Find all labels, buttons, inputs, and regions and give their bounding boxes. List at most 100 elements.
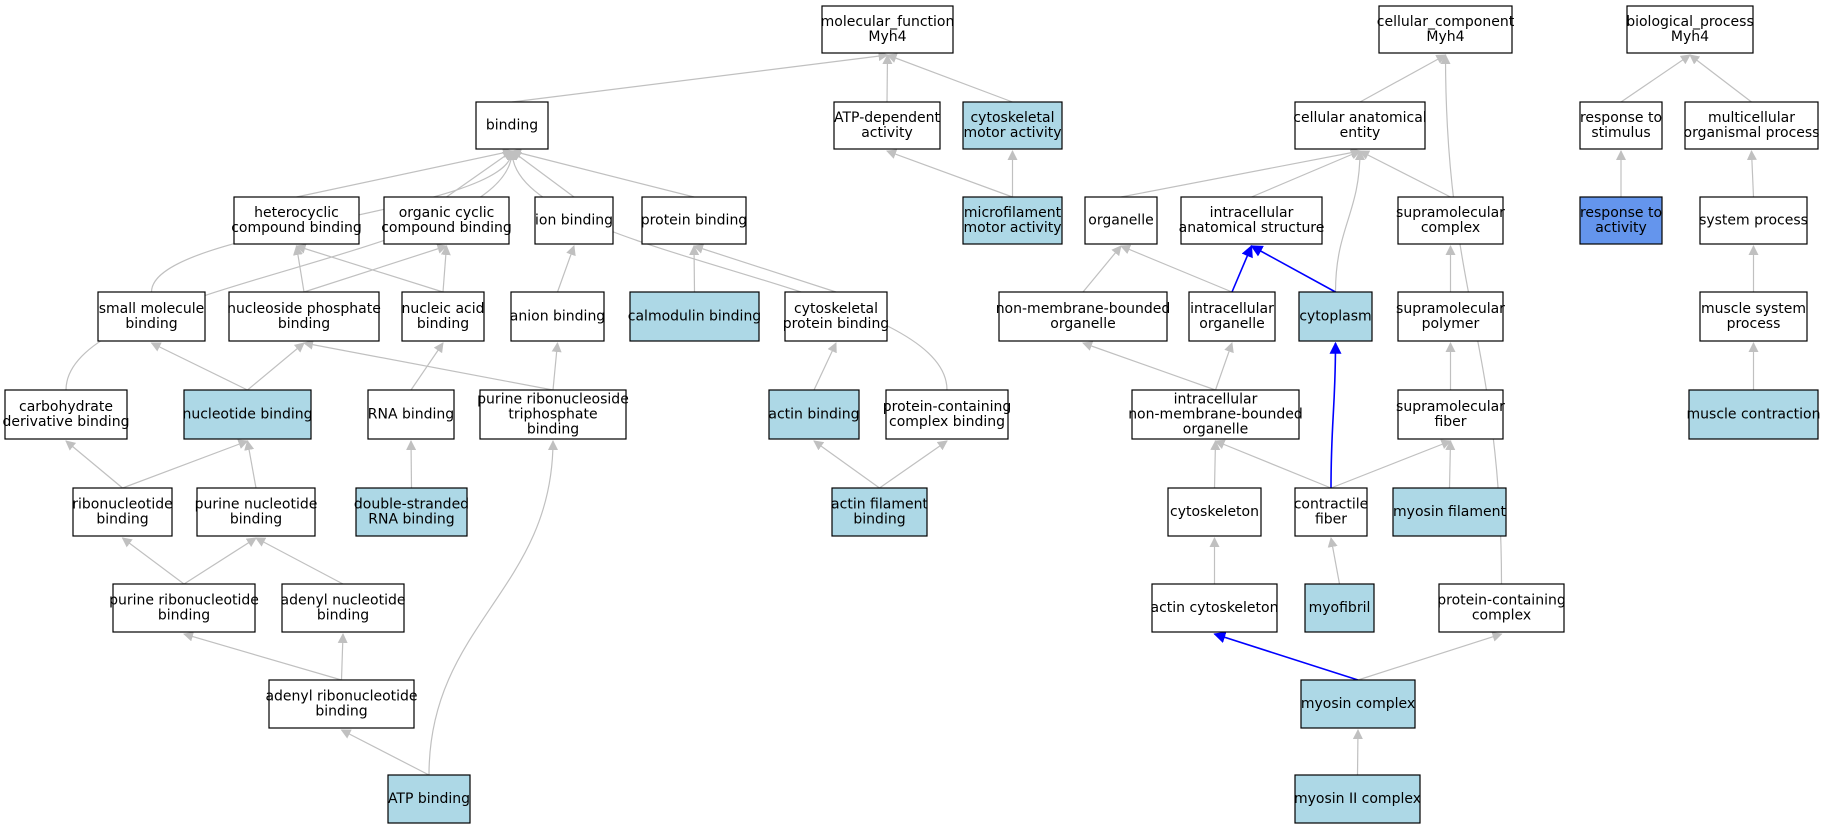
node-organelle[interactable]: organelle xyxy=(1084,196,1158,245)
edge-intranonmem-to-nonmemorg xyxy=(1082,341,1216,391)
node-protein-binding[interactable]: protein binding xyxy=(641,196,747,245)
edge-hetero-to-binding xyxy=(296,147,513,198)
node-box xyxy=(1397,196,1504,245)
node-muscle-contraction[interactable]: muscle contraction xyxy=(1687,389,1821,440)
node-box xyxy=(1378,5,1513,54)
node-rna-binding[interactable]: RNA binding xyxy=(367,389,455,440)
edge-nucbind-to-nucphos xyxy=(247,342,305,391)
node-label-line: RNA binding xyxy=(368,512,454,528)
edge-line xyxy=(337,633,348,681)
node-label-line: binding xyxy=(853,512,905,528)
node-actin-cytoskeleton[interactable]: actin cytoskeleton xyxy=(1151,583,1279,633)
node-label-line: protein binding xyxy=(783,316,889,332)
node-label-line: ATP binding xyxy=(388,791,470,807)
edge-respstim-to-bp xyxy=(1620,54,1691,103)
edge-atpdep-to-mf xyxy=(882,54,893,103)
node-anion-binding[interactable]: anion binding xyxy=(510,291,605,342)
edge-line xyxy=(1357,631,1503,681)
node-system-process[interactable]: system process xyxy=(1699,196,1808,245)
edge-line xyxy=(1214,439,1332,489)
edges-layer xyxy=(65,51,1759,776)
node-cytoplasm[interactable]: cytoplasm xyxy=(1298,291,1373,342)
edge-protcompbind-to-binding xyxy=(507,150,948,391)
node-box xyxy=(1300,679,1416,729)
node-label-line: motor activity xyxy=(963,125,1061,141)
edge-purtri-to-nucphos xyxy=(303,339,554,391)
edge-line xyxy=(1352,729,1363,776)
node-nucleotide-binding[interactable]: nucleotide binding xyxy=(182,389,313,440)
node-label-line: ATP-dependent xyxy=(834,110,940,126)
node-label-line: compound binding xyxy=(231,220,362,236)
node-label-line: myosin II complex xyxy=(1294,791,1421,807)
node-label-line: supramolecular xyxy=(1396,301,1505,317)
node-label-line: Myh4 xyxy=(1671,29,1709,45)
node-box xyxy=(641,196,747,245)
edge-line xyxy=(1250,245,1336,293)
node-label-line: microfilament xyxy=(964,205,1062,221)
node-myosin-ii-complex[interactable]: myosin II complex xyxy=(1294,774,1421,824)
edge-line xyxy=(247,342,305,391)
edge-line xyxy=(1329,341,1342,489)
node-ion-binding[interactable]: ion binding xyxy=(534,196,614,245)
node-myofibril[interactable]: myofibril xyxy=(1304,583,1375,633)
node-label-line: supramolecular xyxy=(1396,399,1505,415)
edge-contractile-to-intranonmem xyxy=(1214,439,1332,489)
node-atp-binding[interactable]: ATP binding xyxy=(387,774,471,824)
node-calmodulin-binding[interactable]: calmodulin binding xyxy=(628,291,761,342)
node-cytoskeleton[interactable]: cytoskeleton xyxy=(1167,487,1262,537)
node-label-line: activity xyxy=(861,125,913,141)
node-label-line: organelle xyxy=(1088,213,1153,229)
edge-nucbind-to-smallmol xyxy=(150,342,248,391)
node-actin-binding[interactable]: actin binding xyxy=(768,389,860,440)
node-intracellular-non-membrane-bounded-organelle[interactable]: intracellularnon-membrane-boundedorganel… xyxy=(1128,389,1303,440)
node-box xyxy=(1438,583,1565,633)
edge-cytomotor-to-mf xyxy=(886,53,1013,103)
node-label-line: muscle contraction xyxy=(1687,407,1821,423)
node-label-line: organelle xyxy=(1050,316,1115,332)
node-box xyxy=(112,583,256,633)
node-myosin-complex[interactable]: myosin complex xyxy=(1300,679,1416,729)
node-label-line: intracellular xyxy=(1174,392,1258,408)
node-box xyxy=(196,487,316,537)
node-myosin-filament[interactable]: myosin filament xyxy=(1392,487,1507,537)
node-box xyxy=(1084,196,1158,245)
node-binding[interactable]: binding xyxy=(475,101,549,150)
node-label-line: intracellular xyxy=(1210,205,1294,221)
